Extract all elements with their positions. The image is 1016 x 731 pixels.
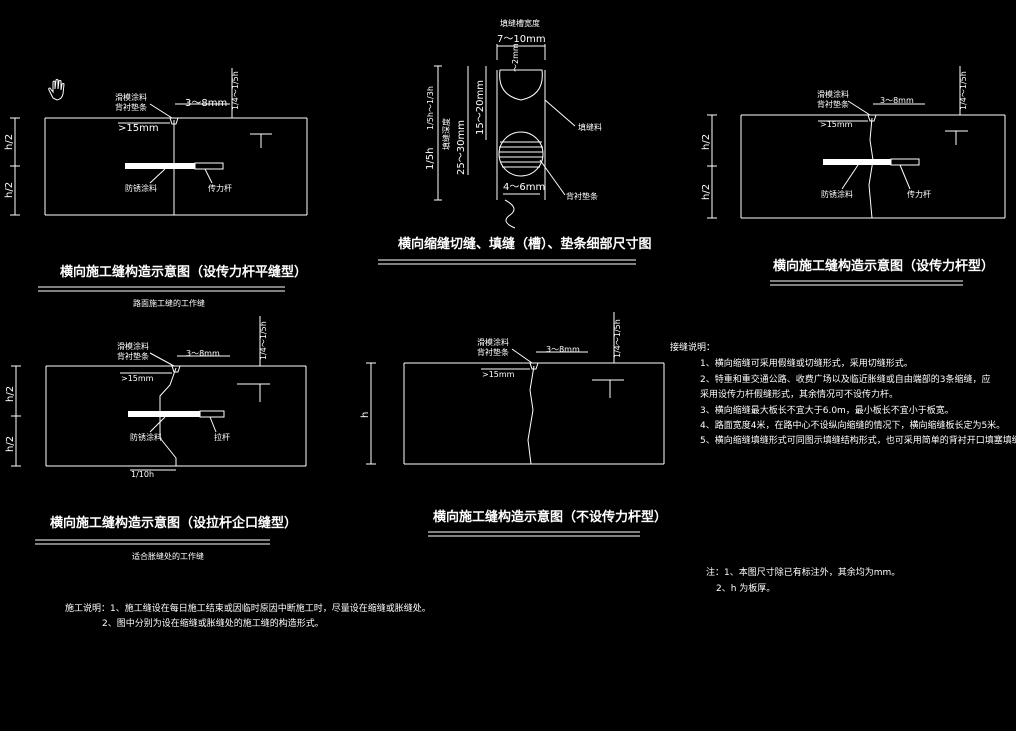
title-d4: 横向施工缝构造示意图（设拉杆企口缝型） xyxy=(50,515,297,531)
notes-head: 接缝说明： xyxy=(670,341,715,353)
notes-line-2: 2、特重和重交通公路、收费广场以及临近胀缝或自由端部的3条缩缝，应 xyxy=(700,373,990,385)
d4-ratio: 1/4～1/5h xyxy=(259,321,268,360)
d4-seal: 滑模涂料 xyxy=(117,341,149,351)
d3-seal: 滑模涂料 xyxy=(817,89,849,99)
d2-width: 7～10mm xyxy=(497,34,546,45)
dowel-bar xyxy=(194,162,224,170)
title-d2: 横向缩缝切缝、填缝（槽）、垫条细部尺寸图 xyxy=(398,236,652,252)
d2-t2: ～2mm xyxy=(511,43,520,72)
units-line-2: 2、h 为板厚。 xyxy=(716,582,775,594)
d5-depth: >15mm xyxy=(482,370,515,379)
label-dowel: 传力杆 xyxy=(208,183,232,193)
d3-dowel: 传力杆 xyxy=(907,189,931,199)
diagram-tie-bar-tongue-joint: h/2 h/2 滑模涂料 背衬垫条 3～8mm >15mm 1/4～1/5h 防… xyxy=(5,316,307,561)
diagram-joint-detail: 填缝槽宽度 7～10mm ～2mm 4～6mm 1/5h 1/5h～1/3h 填… xyxy=(378,18,652,265)
d4-depth: >15mm xyxy=(121,374,154,383)
d2-backer: 背衬垫条 xyxy=(566,191,598,201)
title-d3: 横向施工缝构造示意图（设传力杆型） xyxy=(773,258,994,274)
notes-line-3: 采用设传力杆假缝形式，其余情况可不设传力杆。 xyxy=(700,388,898,400)
d2-fill: 填缝料 xyxy=(578,122,602,132)
d2-top-label: 填缝槽宽度 xyxy=(500,18,540,28)
sealant-fill xyxy=(499,69,543,101)
d2-d15: 15～20mm xyxy=(475,80,486,135)
label-backer: 背衬垫条 xyxy=(115,102,147,112)
units-line-1: 注：1、本图尺寸除已有标注外，其余均为mm。 xyxy=(706,566,900,578)
diagram-dowel-flat-joint: h/2 h/2 滑模涂料 背衬垫条 3～8mm >15mm 1/4～1/5h 防… xyxy=(4,68,308,308)
notes-joint: 接缝说明： 1、横向缩缝可采用假缝或切缝形式，采用切缝形式。 2、特重和重交通公… xyxy=(670,341,1016,446)
notes-units: 注：1、本图尺寸除已有标注外，其余均为mm。 2、h 为板厚。 xyxy=(706,566,900,594)
backer-rod xyxy=(498,131,544,177)
d4-tenth: 1/10h xyxy=(131,470,154,479)
d2-r1: 1/5h～1/3h xyxy=(426,86,435,130)
d2-d25: 25～30mm xyxy=(456,120,467,175)
d3-rust: 防锈涂料 xyxy=(821,189,853,199)
title-d5: 横向施工缝构造示意图（不设传力杆型） xyxy=(433,509,667,525)
diagram-dowel-joint: h/2 h/2 滑模涂料 背衬垫条 3～8mm >15mm 1/4～1/5h 防… xyxy=(701,66,1006,286)
d4-tie: 拉杆 xyxy=(214,432,230,442)
d5-gap: 3～8mm xyxy=(546,345,580,354)
notes-construction: 施工说明：1、施工缝设在每日施工结束或因临时原因中断施工时，尽量设在缩缝或胀缝处… xyxy=(65,602,431,629)
dim-h2-upper: h/2 xyxy=(4,134,15,150)
label-ratio: 1/4～1/5h xyxy=(231,71,240,110)
d4-backer: 背衬垫条 xyxy=(117,351,149,361)
d3-h2-upper: h/2 xyxy=(701,134,712,150)
d2-fillw: 填缝深度 xyxy=(441,118,451,150)
d2-w46: 4～6mm xyxy=(503,182,545,193)
label-depth: >15mm xyxy=(118,123,159,134)
construction-line-2: 2、图中分别为设在缩缝或胀缝处的施工缝的构造形式。 xyxy=(102,617,324,629)
notes-line-1: 1、横向缩缝可采用假缝或切缝形式，采用切缝形式。 xyxy=(700,357,913,369)
subtitle-d1: 路面施工缝的工作缝 xyxy=(133,298,205,308)
dowel-coated-part xyxy=(125,163,195,169)
d5-ratio: 1/4～1/5h xyxy=(613,319,622,358)
d5-seal: 滑模涂料 xyxy=(477,337,509,347)
d3-ratio: 1/4～1/5h xyxy=(959,71,968,110)
d3-gap: 3～8mm xyxy=(880,96,914,105)
d4-gap: 3～8mm xyxy=(186,349,220,358)
dim-h2-lower: h/2 xyxy=(4,182,15,198)
d5-backer: 背衬垫条 xyxy=(477,347,509,357)
notes-line-5: 4、路面宽度4米，在路中心不设纵向缩缝的情况下，横向缩缝板长定为5米。 xyxy=(700,419,1005,431)
label-rust: 防锈涂料 xyxy=(125,183,157,193)
d3-backer: 背衬垫条 xyxy=(817,99,849,109)
notes-line-4: 3、横向缩缝最大板长不宜大于6.0m，最小板长不宜小于板宽。 xyxy=(700,404,954,416)
d4-rust: 防锈涂料 xyxy=(130,432,162,442)
construction-line-1: 施工说明：1、施工缝设在每日施工结束或因临时原因中断施工时，尽量设在缩缝或胀缝处… xyxy=(65,602,431,614)
d3-h2-lower: h/2 xyxy=(701,184,712,200)
label-seal: 滑模涂料 xyxy=(115,92,147,102)
subtitle-d4: 适合胀缝处的工作缝 xyxy=(132,551,204,561)
d4-h2-lower: h/2 xyxy=(5,436,16,452)
d5-h: h xyxy=(360,412,371,418)
title-d1: 横向施工缝构造示意图（设传力杆平缝型） xyxy=(60,264,307,280)
d3-depth: >15mm xyxy=(820,120,853,129)
d4-h2-upper: h/2 xyxy=(5,386,16,402)
diagram-no-dowel-joint: h 滑模涂料 背衬垫条 3～8mm >15mm 1/4～1/5h 横向施工缝构造… xyxy=(360,312,667,537)
notes-line-6: 5、横向缩缝填缝形式可同图示填缝结构形式，也可采用简单的背衬开口填塞填缝料的形式… xyxy=(700,434,1016,446)
hand-icon[interactable] xyxy=(48,79,65,101)
d2-r2: 1/5h xyxy=(425,148,436,170)
